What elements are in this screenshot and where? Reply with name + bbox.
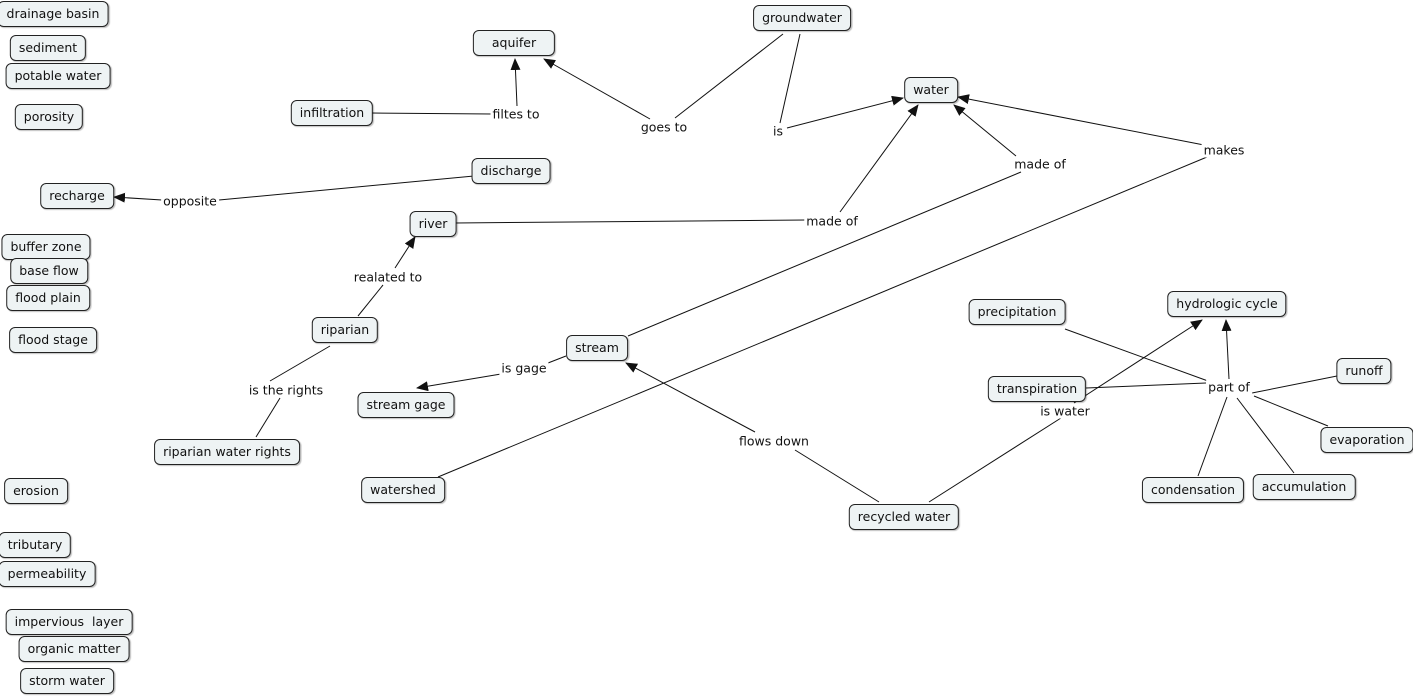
link-flows-down[interactable]: flows down (737, 433, 811, 449)
edge-iswater-hydro (1073, 319, 1203, 404)
edge-stream-madeof (627, 171, 1022, 337)
link-is-gage[interactable]: is gage (499, 360, 549, 376)
link-is-water[interactable]: is water (1038, 403, 1092, 419)
edge-cond-partof (1197, 396, 1228, 477)
concept-buffer-zone[interactable]: buffer zone (1, 234, 91, 260)
concept-potable-water[interactable]: potable water (5, 63, 111, 89)
edge-madeof-water (839, 104, 919, 213)
edge-infiltration-filtes (370, 112, 493, 115)
concept-flood-stage[interactable]: flood stage (9, 327, 97, 353)
concept-watershed[interactable]: watershed (361, 477, 445, 503)
edge-riparian-realated (357, 284, 384, 317)
edge-stream-isgage (547, 355, 567, 364)
link-is-the-rights[interactable]: is the rights (246, 382, 326, 398)
link-makes[interactable]: makes (1201, 142, 1247, 158)
concept-groundwater[interactable]: groundwater (753, 5, 851, 31)
link-is[interactable]: is (771, 123, 785, 139)
edge-istherights-riparian (269, 345, 331, 382)
edge-transp-partof (1085, 382, 1207, 389)
concept-discharge[interactable]: discharge (471, 158, 551, 184)
edge-watershed-makes (437, 156, 1208, 478)
edge-rwr-istherights (255, 397, 281, 438)
concept-transpiration[interactable]: transpiration (987, 376, 1087, 402)
edge-opposite-recharge (113, 192, 163, 203)
concept-impervious-layer[interactable]: impervious layer (5, 609, 133, 635)
edge-isgage-streamgage (416, 373, 502, 392)
edge-madeof2-water (953, 104, 1017, 157)
link-realated-to[interactable]: realated to (351, 269, 425, 285)
concept-infiltration[interactable]: infiltration (290, 100, 374, 126)
concept-recycled-water[interactable]: recycled water (848, 504, 960, 530)
edge-partof-hydro (1221, 319, 1232, 380)
edge-accum-partof (1236, 397, 1295, 474)
edge-flowsdown-stream (625, 362, 756, 433)
concept-porosity[interactable]: porosity (14, 104, 84, 130)
edge-evap-partof (1253, 395, 1329, 427)
concept-riparian-water-rights[interactable]: riparian water rights (154, 439, 300, 465)
concept-accumulation[interactable]: accumulation (1252, 474, 1356, 500)
link-made-of-river[interactable]: made of (804, 213, 860, 229)
edge-goesto-aquifer (543, 58, 651, 120)
edge-is-water (786, 95, 904, 129)
edge-discharge-opposite (218, 175, 475, 201)
concept-river[interactable]: river (409, 211, 457, 237)
concept-sediment[interactable]: sediment (9, 35, 87, 61)
edge-recycled-flowsdown (794, 449, 880, 503)
concept-recharge[interactable]: recharge (40, 183, 114, 209)
concept-stream[interactable]: stream (566, 335, 628, 361)
edge-groundwater-is (779, 33, 801, 124)
edge-makes-water (957, 94, 1205, 146)
edge-runoff-partof (1251, 375, 1338, 394)
link-goes-to[interactable]: goes to (638, 119, 690, 135)
concept-precipitation[interactable]: precipitation (968, 299, 1066, 325)
concept-aquifer[interactable]: aquifer (472, 30, 556, 56)
concept-water[interactable]: water (904, 77, 958, 103)
edge-recycled-iswater (928, 417, 1062, 503)
concept-runoff[interactable]: runoff (1336, 358, 1392, 384)
edge-groundwater-goesto (674, 33, 784, 119)
link-made-of-stream[interactable]: made of (1012, 156, 1068, 172)
concept-permeability[interactable]: permeability (0, 561, 96, 587)
concept-organic-matter[interactable]: organic matter (18, 636, 130, 662)
concept-erosion[interactable]: erosion (4, 478, 68, 504)
concept-riparian[interactable]: riparian (311, 317, 379, 343)
link-filtes-to[interactable]: filtes to (490, 106, 542, 122)
concept-storm-water[interactable]: storm water (20, 668, 114, 694)
link-part-of[interactable]: part of (1206, 379, 1252, 395)
concept-tributary[interactable]: tributary (0, 532, 72, 558)
concept-stream-gage[interactable]: stream gage (357, 392, 455, 418)
edge-precip-partof (1064, 328, 1209, 382)
concept-hydrologic-cycle[interactable]: hydrologic cycle (1167, 291, 1287, 317)
concept-evaporation[interactable]: evaporation (1320, 427, 1413, 453)
link-opposite[interactable]: opposite (161, 193, 219, 209)
edge-river-madeof (454, 219, 807, 224)
edge-filtes-aquifer (510, 58, 521, 107)
concept-flood-plain[interactable]: flood plain (6, 285, 90, 311)
concept-drainage-basin[interactable]: drainage basin (0, 1, 109, 27)
edge-realated-river (394, 236, 416, 269)
concept-condensation[interactable]: condensation (1141, 477, 1245, 503)
concept-base-flow[interactable]: base flow (10, 258, 88, 284)
